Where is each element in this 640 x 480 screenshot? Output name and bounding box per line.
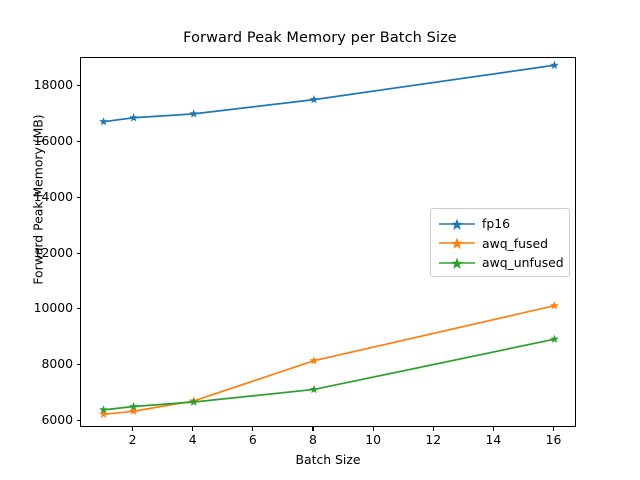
data-point-marker bbox=[129, 401, 138, 411]
y-tick-label: 10000 bbox=[33, 300, 73, 316]
x-tick-mark bbox=[552, 427, 554, 431]
series-line-0 bbox=[102, 64, 556, 123]
x-tick-label: 14 bbox=[485, 432, 502, 447]
data-point-marker bbox=[129, 406, 138, 415]
y-tick-label: 6000 bbox=[41, 412, 73, 428]
data-point-marker bbox=[550, 60, 559, 69]
data-point-marker bbox=[550, 301, 559, 310]
data-point-marker bbox=[189, 109, 199, 118]
y-tick-mark bbox=[76, 308, 80, 310]
x-tick-label: 2 bbox=[128, 432, 137, 447]
legend-label-2: awq_unfused bbox=[482, 255, 564, 271]
x-tick-mark bbox=[372, 427, 374, 431]
y-tick-label: 14000 bbox=[33, 188, 73, 204]
legend-item-2[interactable]: awq_unfused bbox=[438, 253, 564, 273]
legend-label-1: awq_fused bbox=[482, 235, 548, 251]
legend: fp16 awq_fused awq_unfused bbox=[430, 208, 570, 277]
x-tick-mark bbox=[252, 427, 254, 431]
x-tick-label: 10 bbox=[365, 432, 381, 447]
x-tick-label: 12 bbox=[425, 432, 442, 447]
x-tick-label: 8 bbox=[309, 432, 317, 447]
y-tick-label: 8000 bbox=[41, 356, 73, 372]
legend-item-0[interactable]: fp16 bbox=[438, 214, 562, 234]
data-point-marker bbox=[309, 356, 319, 365]
y-tick-mark bbox=[76, 252, 80, 254]
y-tick-mark bbox=[76, 196, 80, 198]
legend-item-1[interactable]: awq_fused bbox=[438, 234, 562, 254]
y-tick-mark bbox=[76, 140, 80, 142]
x-tick-mark bbox=[432, 427, 434, 431]
data-point-marker bbox=[189, 397, 199, 406]
series-line-2 bbox=[102, 338, 556, 411]
y-tick-label: 12000 bbox=[33, 244, 73, 260]
legend-line-marker-icon-1 bbox=[438, 235, 476, 251]
y-tick-label: 16000 bbox=[33, 132, 73, 148]
x-tick-label: 4 bbox=[188, 432, 197, 447]
data-point-marker bbox=[550, 334, 559, 343]
data-point-marker bbox=[99, 117, 108, 126]
y-tick-label: 18000 bbox=[33, 76, 73, 92]
x-axis-label: Batch Size bbox=[295, 452, 361, 467]
x-tick-mark bbox=[132, 427, 134, 431]
x-tick-label: 6 bbox=[248, 432, 257, 447]
x-tick-label: 16 bbox=[545, 432, 562, 447]
legend-line-marker-icon-0 bbox=[438, 216, 476, 232]
y-tick-mark bbox=[76, 364, 80, 366]
x-tick-mark bbox=[192, 427, 194, 431]
legend-label-0: fp16 bbox=[482, 216, 510, 232]
y-tick-mark bbox=[76, 84, 80, 87]
chart-title: Forward Peak Memory per Batch Size bbox=[183, 30, 457, 46]
data-point-marker bbox=[309, 95, 319, 104]
data-point-marker bbox=[99, 405, 108, 414]
x-tick-mark bbox=[492, 427, 494, 431]
data-point-marker bbox=[99, 409, 108, 419]
series-lines bbox=[99, 60, 559, 419]
y-tick-mark bbox=[76, 420, 80, 422]
series-line-1 bbox=[102, 304, 556, 416]
legend-line-marker-icon-2 bbox=[438, 255, 476, 271]
data-point-marker bbox=[129, 113, 138, 122]
x-tick-mark bbox=[312, 427, 314, 431]
data-point-marker bbox=[309, 384, 319, 394]
